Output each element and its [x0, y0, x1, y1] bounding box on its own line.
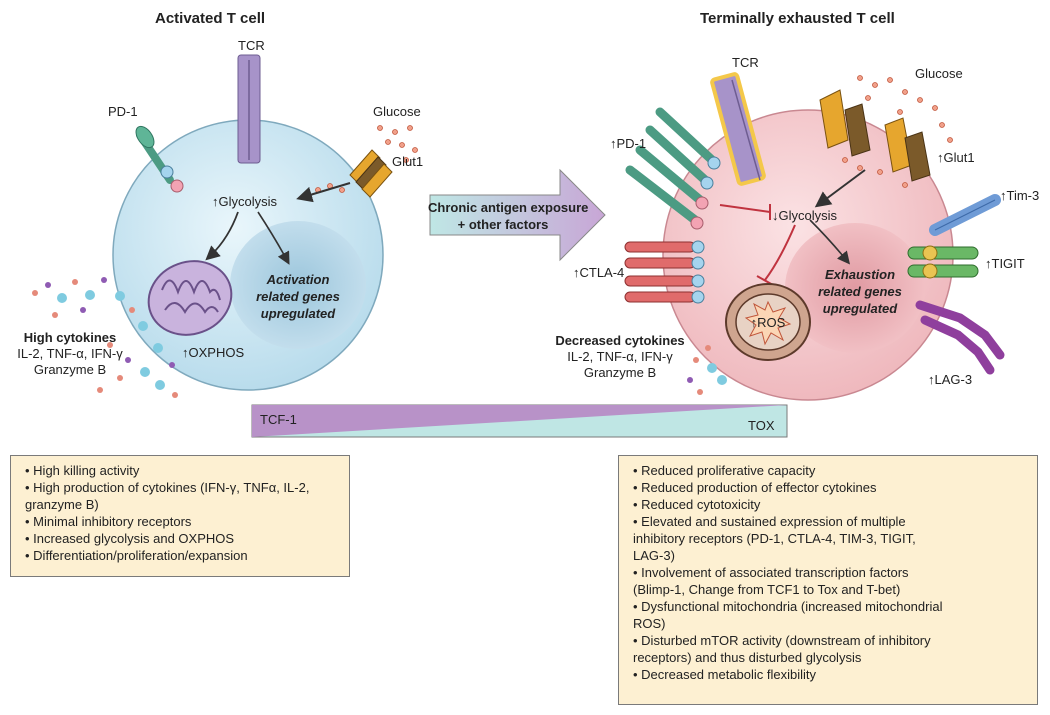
left-genes-label-line1: Activation	[266, 272, 330, 287]
arrow-text-line1: Chronic antigen exposure	[428, 200, 589, 215]
left-pd1-receptor	[135, 125, 184, 193]
right-genes-label-line3: upregulated	[822, 301, 898, 316]
pd1-inhibits-glycolysis	[719, 204, 771, 213]
right-tcr-label: TCR	[732, 55, 759, 70]
right-cytokines-title: Decreased cytokines	[555, 333, 685, 348]
right-pd1-label: ↑PD-1	[610, 136, 647, 151]
feature-item: Differentiation/proliferation/expansion	[25, 547, 339, 564]
feature-item: LAG-3)	[633, 548, 675, 563]
right-genes-label-line2: related genes	[818, 284, 902, 299]
left-pd1-label: PD-1	[108, 104, 138, 119]
right-tim3-label: ↑Tim-3	[1000, 188, 1040, 203]
tcf1-tox-gradient	[251, 404, 788, 438]
left-glycolysis-to-mito-arrow	[205, 211, 239, 261]
tox-label: TOX	[748, 418, 775, 433]
feature-item: Reduced cytotoxicity	[633, 496, 1027, 513]
feature-item: Disturbed mTOR activity (downstream of i…	[633, 632, 1027, 649]
exhausted-features-list: Reduced proliferative capacityReduced pr…	[633, 462, 1027, 683]
left-title: Activated T cell	[155, 10, 266, 27]
right-cytokines-line2: Granzyme B	[583, 365, 657, 380]
right-ctla4-receptors	[624, 240, 705, 304]
right-glucose-dots	[842, 75, 953, 188]
right-cytokines-line1: IL-2, TNF-α, IFN-γ	[567, 349, 673, 364]
feature-item: High killing activity	[25, 462, 339, 479]
right-glut1-transporters	[819, 89, 931, 182]
ros-burst-icon	[744, 300, 792, 346]
right-nucleus	[785, 223, 925, 353]
right-tigit-receptors	[907, 245, 979, 279]
activated-t-cell	[32, 54, 418, 398]
right-glucose-label: Glucose	[915, 66, 963, 81]
left-oxphos-label: ↑OXPHOS	[182, 345, 245, 360]
right-tcr-receptor	[710, 72, 766, 186]
left-tcr-label: TCR	[238, 38, 265, 53]
right-tim3-receptor	[929, 194, 1001, 236]
feature-item: Reduced production of effector cytokines	[633, 479, 1027, 496]
feature-item: ROS)	[633, 616, 666, 631]
left-cytokines-title: High cytokines	[23, 330, 117, 345]
feature-item: Minimal inhibitory receptors	[25, 513, 339, 530]
left-glycolysis-label: ↑Glycolysis	[212, 194, 278, 209]
feature-item: (Blimp-1, Change from TCF1 to Tox and T-…	[633, 582, 901, 597]
feature-item: Elevated and sustained expression of mul…	[633, 513, 1027, 530]
left-glucose-dots	[315, 125, 418, 193]
left-mitochondrion	[147, 260, 233, 336]
feature-item: Dysfunctional mitochondria (increased mi…	[633, 598, 1027, 615]
right-mitochondrion	[725, 283, 811, 361]
exhausted-features-box: Reduced proliferative capacityReduced pr…	[618, 455, 1038, 705]
right-lag3-label: ↑LAG-3	[928, 372, 973, 387]
activated-features-list: High killing activityHigh production of …	[25, 462, 339, 564]
left-glucose-arrow	[296, 182, 351, 203]
chronic-antigen-arrow	[429, 168, 606, 262]
exhausted-t-cell	[624, 72, 1005, 401]
left-cytokines-line2: Granzyme B	[33, 362, 107, 377]
left-nucleus	[230, 221, 366, 349]
right-glycolysis-label: ↓Glycolysis	[772, 208, 838, 223]
feature-item: inhibitory receptors (PD-1, CTLA-4, TIM-…	[633, 531, 916, 546]
left-cytokine-dots	[32, 277, 178, 398]
feature-item: Involvement of associated transcription …	[633, 564, 1027, 581]
right-tigit-label: ↑TIGIT	[985, 256, 1025, 271]
tcf1-label: TCF-1	[260, 412, 297, 427]
right-genes-label-line1: Exhaustion	[824, 267, 896, 282]
right-glycolysis-to-genes-arrow	[809, 219, 851, 265]
feature-item: High production of cytokines (IFN-γ, TNF…	[25, 479, 339, 496]
feature-item: granzyme B)	[25, 497, 99, 512]
feature-item: Reduced proliferative capacity	[633, 462, 1027, 479]
feature-item: Increased glycolysis and OXPHOS	[25, 530, 339, 547]
left-glut1-transporter	[349, 149, 393, 198]
right-title: Terminally exhausted T cell	[700, 10, 895, 27]
glycolysis-inhibits-mito	[764, 224, 796, 281]
feature-item: receptors) and thus disturbed glycolysis	[633, 650, 862, 665]
left-glut1-label: Glut1	[392, 154, 424, 169]
right-lag3-receptors	[915, 300, 1005, 375]
right-ctla4-label: ↑CTLA-4	[573, 265, 625, 280]
left-genes-label-line3: upregulated	[260, 306, 336, 321]
left-glucose-label: Glucose	[373, 104, 421, 119]
arrow-text-line2: + other factors	[457, 217, 549, 232]
left-glycolysis-to-genes-arrow	[257, 211, 290, 265]
right-ros-label: ↑ROS	[750, 315, 786, 330]
feature-item: Decreased metabolic flexibility	[633, 666, 1027, 683]
left-genes-label-line2: related genes	[256, 289, 340, 304]
activated-features-box: High killing activityHigh production of …	[10, 455, 350, 577]
left-tcr-receptor	[237, 54, 261, 164]
left-cytokines-line1: IL-2, TNF-α, IFN-γ	[17, 346, 123, 361]
right-cytokine-dots	[687, 345, 727, 395]
right-pd1-receptors	[625, 107, 721, 230]
right-glucose-arrow	[814, 169, 866, 208]
right-glut1-label: ↑Glut1	[937, 150, 975, 165]
